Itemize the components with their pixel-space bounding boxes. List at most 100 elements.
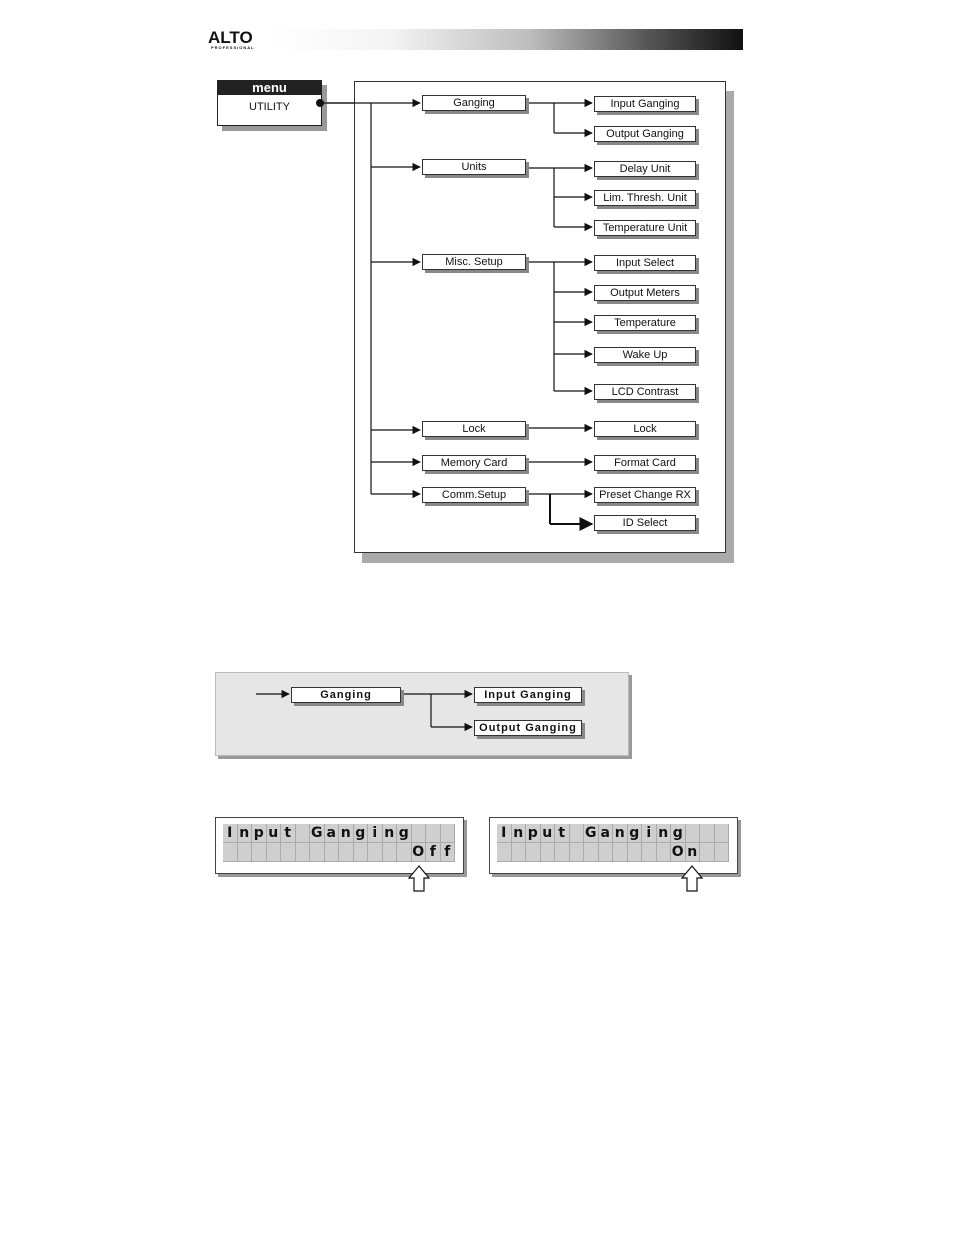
lcd-cell [700,824,715,843]
lcd-cell [656,843,671,862]
leaf-input-ganging: Input Ganging [594,96,696,112]
lcd-cell [310,843,325,862]
detail-leaf-output-ganging: Output Ganging [474,720,582,736]
lcd-cell: i [642,824,657,843]
lcd-cell [627,843,642,862]
lcd-cell [281,843,296,862]
lcd-cell: u [540,824,555,843]
lcd-cell: G [310,824,325,843]
lcd-cell: I [497,824,512,843]
leaf-format-card: Format Card [594,455,696,471]
lcd-cell [540,843,555,862]
lcd-cell [426,824,441,843]
lcd-cell [598,843,613,862]
cursor-arrow-icon [680,865,704,892]
lcd-cell [569,824,584,843]
lcd-cell: n [685,843,700,862]
node-memory-card: Memory Card [422,455,526,471]
alto-logo: ALTO PROFESSIONAL [208,29,270,51]
lcd-cell: I [223,824,238,843]
leaf-output-meters: Output Meters [594,285,696,301]
brand-name: ALTO [208,28,253,47]
lcd-cell [497,843,512,862]
lcd-cell: O [671,843,686,862]
node-misc-setup: Misc. Setup [422,254,526,270]
lcd-cell: a [324,824,339,843]
lcd-cell: n [382,824,397,843]
leaf-temperature-unit: Temperature Unit [594,220,696,236]
leaf-delay-unit: Delay Unit [594,161,696,177]
ganging-detail-panel [215,672,629,756]
brand-subtitle: PROFESSIONAL [211,45,255,50]
lcd-cell [252,843,267,862]
lcd-cell [714,843,729,862]
node-lock: Lock [422,421,526,437]
lcd-cell: n [511,824,526,843]
lcd-cell [411,824,426,843]
lcd-cell: n [339,824,354,843]
lcd-cell: t [281,824,296,843]
node-ganging: Ganging [422,95,526,111]
lcd-cell: f [440,843,455,862]
leaf-preset-change-rx: Preset Change RX [594,487,696,503]
lcd-cell: g [397,824,412,843]
leaf-input-select: Input Select [594,255,696,271]
menu-box: menu UTILITY [217,80,322,126]
lcd-cell: f [426,843,441,862]
lcd-cell: p [252,824,267,843]
lcd-cell: g [671,824,686,843]
node-comm-setup: Comm.Setup [422,487,526,503]
lcd-cell [685,824,700,843]
node-units: Units [422,159,526,175]
leaf-id-select: ID Select [594,515,696,531]
header-gradient-bar [270,29,743,50]
lcd-cell [353,843,368,862]
lcd-cell: t [555,824,570,843]
lcd-cell [526,843,541,862]
lcd-cell [368,843,383,862]
lcd-cell [324,843,339,862]
lcd-cell [339,843,354,862]
leaf-lcd-contrast: LCD Contrast [594,384,696,400]
lcd-cell [511,843,526,862]
lcd-cell [397,843,412,862]
cursor-arrow-icon [407,865,431,892]
lcd-cell: a [598,824,613,843]
lcd-cell: n [656,824,671,843]
leaf-output-ganging: Output Ganging [594,126,696,142]
leaf-lim-thresh-unit: Lim. Thresh. Unit [594,190,696,206]
lcd-cell [700,843,715,862]
menu-title: menu [218,81,321,95]
lcd-cell [642,843,657,862]
lcd-cell: n [613,824,628,843]
lcd-cell [237,843,252,862]
lcd-cell: p [526,824,541,843]
lcd-cell: u [266,824,281,843]
lcd-cell [714,824,729,843]
leaf-lock: Lock [594,421,696,437]
detail-leaf-input-ganging: Input Ganging [474,687,582,703]
lcd-cell [440,824,455,843]
lcd-cell [295,843,310,862]
lcd-cell [223,843,238,862]
leaf-temperature: Temperature [594,315,696,331]
leaf-wake-up: Wake Up [594,347,696,363]
lcd-cell [295,824,310,843]
lcd-cell: O [411,843,426,862]
lcd-cell [569,843,584,862]
menu-utility-item: UTILITY [249,101,290,113]
lcd-cell [382,843,397,862]
detail-node-ganging: Ganging [291,687,401,703]
lcd-cell: g [353,824,368,843]
lcd-cell: i [368,824,383,843]
lcd-cell [613,843,628,862]
lcd-cell: n [237,824,252,843]
lcd-cell: G [584,824,599,843]
lcd-cell [555,843,570,862]
lcd-cell [584,843,599,862]
lcd-cell: g [627,824,642,843]
